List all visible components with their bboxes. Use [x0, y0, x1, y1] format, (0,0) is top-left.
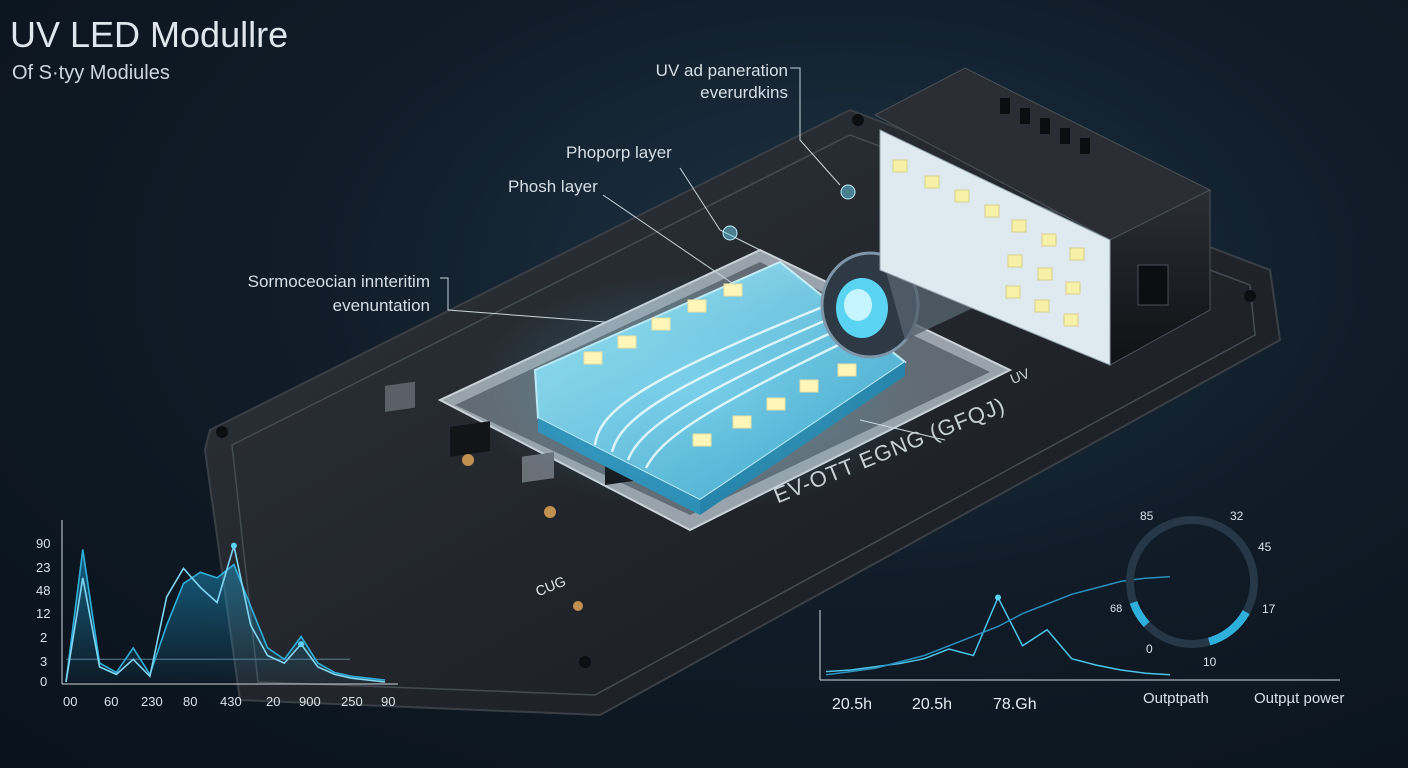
- right-x-label-1: 20.5h: [912, 696, 953, 713]
- left-peak-marker-b: [298, 641, 305, 648]
- right-x-label-3: Outptpath: [1143, 690, 1209, 707]
- led-housing: [873, 67, 1212, 366]
- page-title: UV LED Modullre: [10, 14, 289, 55]
- gauge-track: [1126, 516, 1258, 648]
- left-series-1-line: [65, 545, 386, 683]
- left-y-tick-4: 2: [40, 630, 48, 645]
- left-x-tick-6: 900: [299, 694, 321, 709]
- callout-leaders: [440, 67, 946, 441]
- callout-phosh-layer: Phosh layer: [508, 177, 598, 196]
- left-x-tick-2: 230: [141, 694, 163, 709]
- left-y-tick-1: 23: [36, 560, 51, 575]
- right-x-label-2: 78.Gh: [993, 696, 1037, 713]
- left-y-tick-5: 3: [40, 654, 48, 669]
- left-y-tick-0: 90: [36, 536, 51, 551]
- gauge-label-1: 32: [1230, 509, 1244, 523]
- gauge-label-6: 68: [1110, 603, 1123, 615]
- left-x-tick-5: 20: [266, 694, 281, 709]
- left-y-tick-6: 0: [40, 674, 48, 689]
- right-x-label-4: Outpµt power: [1254, 690, 1345, 707]
- callout-left-line1: Sormoceocian innteritim: [247, 272, 430, 291]
- page-subtitle: Of S·tyy Modiules: [12, 62, 170, 84]
- callout-uv-line2: everurdkins: [700, 83, 788, 102]
- left-x-tick-4: 430: [220, 694, 242, 709]
- callout-left-line2: evenuntation: [332, 296, 430, 315]
- left-series-0-line: [65, 549, 386, 683]
- gauge-label-3: 17: [1262, 602, 1276, 616]
- right-x-label-0: 20.5h: [832, 696, 873, 713]
- left-peak-marker-a: [230, 542, 237, 549]
- left-x-tick-1: 60: [104, 694, 119, 709]
- callout-uv-line1: UV ad paneration: [655, 61, 788, 80]
- gauge-label-0: 85: [1140, 509, 1154, 523]
- gauge-segment-1: [1207, 610, 1250, 646]
- left-x-tick-7: 250: [341, 694, 363, 709]
- callout-phosphor-layer: Phoporp layer: [566, 143, 672, 162]
- right-series-1-line: [825, 575, 1171, 676]
- callout-uv-generation: UV ad paneration everurdkins: [656, 60, 788, 104]
- callout-encapsulation: Sormoceocian innteritim evenuntation: [248, 270, 430, 318]
- gauge-label-4: 10: [1203, 655, 1217, 669]
- gauge-label-5: 0: [1146, 642, 1153, 656]
- right-peak-marker: [995, 594, 1001, 601]
- gauge-label-2: 45: [1258, 540, 1272, 554]
- phosphor-layer: [470, 260, 930, 515]
- left-x-tick-3: 80: [183, 694, 198, 709]
- left-y-tick-3: 12: [36, 606, 51, 621]
- left-x-tick-8: 90: [381, 694, 396, 709]
- left-x-tick-0: 00: [63, 694, 78, 709]
- gauge-segment-3: [1129, 600, 1150, 628]
- left-y-tick-2: 48: [36, 583, 51, 598]
